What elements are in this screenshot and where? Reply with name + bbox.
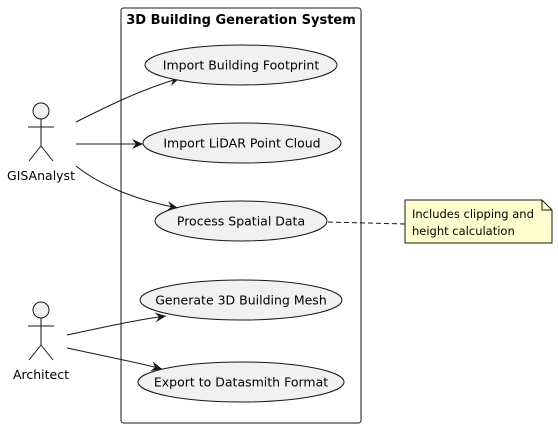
- use-case-import-footprint[interactable]: Import Building Footprint: [144, 44, 338, 86]
- use-case-label: Import Building Footprint: [163, 58, 320, 73]
- note-connector: [327, 221, 406, 225]
- actor-gis-analyst[interactable]: GISAnalyst: [7, 102, 75, 183]
- association-gis-uc3: [75, 165, 179, 211]
- use-case-import-lidar[interactable]: Import LiDAR Point Cloud: [142, 122, 342, 164]
- note-line-1: Includes clipping and: [412, 207, 534, 221]
- note-fold-icon: [541, 200, 552, 211]
- use-case-export-datasmith[interactable]: Export to Datasmith Format: [137, 361, 345, 403]
- association-arch-uc4: [66, 312, 167, 336]
- system-title: 3D Building Generation System: [126, 13, 356, 28]
- use-case-process-spatial-data[interactable]: Process Spatial Data: [154, 200, 328, 242]
- association-arch-uc5: [66, 347, 163, 372]
- actor-architect[interactable]: Architect: [13, 301, 69, 382]
- stick-figure-icon: [28, 301, 54, 361]
- note-line-2: height calculation: [412, 224, 515, 238]
- use-case-label: Import LiDAR Point Cloud: [163, 136, 320, 151]
- actor-label: GISAnalyst: [7, 168, 75, 183]
- actor-label: Architect: [13, 367, 69, 382]
- association-gis-uc1: [75, 76, 181, 123]
- use-case-label: Generate 3D Building Mesh: [155, 293, 327, 308]
- use-case-label: Export to Datasmith Format: [154, 375, 328, 390]
- note: Includes clipping and height calculation: [404, 199, 553, 244]
- system-boundary: [120, 7, 362, 424]
- use-case-generate-mesh[interactable]: Generate 3D Building Mesh: [139, 279, 343, 321]
- use-case-label: Process Spatial Data: [177, 214, 305, 229]
- stick-figure-icon: [28, 102, 54, 162]
- note-body: [404, 199, 553, 244]
